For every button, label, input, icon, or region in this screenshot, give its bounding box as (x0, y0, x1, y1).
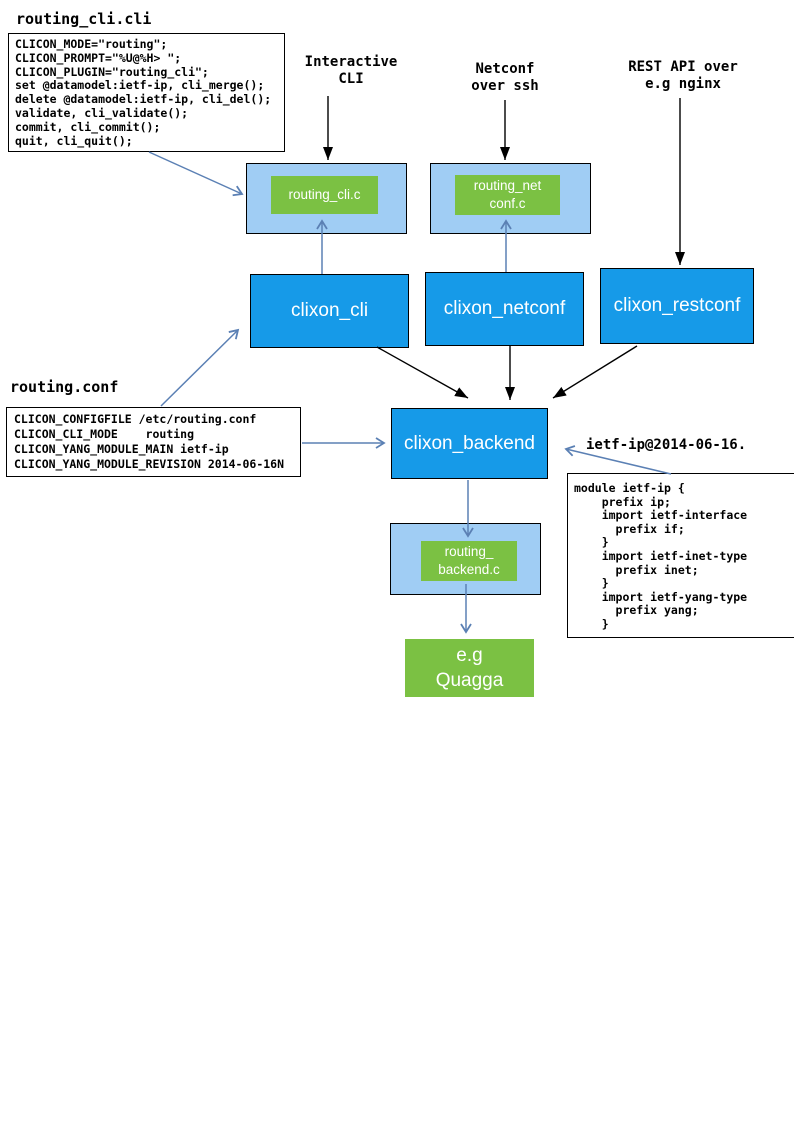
node-routing-cli-c: routing_cli.c (271, 176, 378, 214)
routing-cli-code-block: CLICON_MODE="routing"; CLICON_PROMPT="%U… (8, 33, 285, 152)
routing-cli-file-title: routing_cli.cli (16, 10, 152, 28)
arrow-restconf-to-backend (552, 345, 638, 399)
annotation-rest-api-nginx: REST API over e.g nginx (628, 59, 738, 92)
arrow-cli-to-backend (376, 346, 469, 399)
node-routing-netconf-c: routing_net conf.c (455, 175, 560, 215)
ietf-module-code-block: module ietf-ip { prefix ip; import ietf-… (567, 473, 794, 638)
node-clixon-restconf: clixon_restconf (600, 268, 754, 344)
routing-conf-code-block: CLICON_CONFIGFILE /etc/routing.conf CLIC… (6, 407, 301, 477)
ietf-module-label: ietf-ip@2014-06-16. (586, 437, 747, 453)
routing-conf-file-title: routing.conf (10, 378, 119, 396)
node-clixon-cli: clixon_cli (250, 274, 409, 348)
node-clixon-netconf: clixon_netconf (425, 272, 584, 346)
annotation-interactive-cli: Interactive CLI (304, 54, 398, 87)
connector-routing-conf-to-clixon-cli (160, 328, 240, 407)
node-quagga: e.g Quagga (405, 639, 534, 697)
node-routing-backend-c: routing_ backend.c (421, 541, 517, 581)
node-clixon-backend: clixon_backend (391, 408, 548, 479)
connector-cli-file-to-cli-plugin (148, 151, 244, 197)
annotation-netconf-over-ssh: Netconf over ssh (471, 61, 539, 94)
